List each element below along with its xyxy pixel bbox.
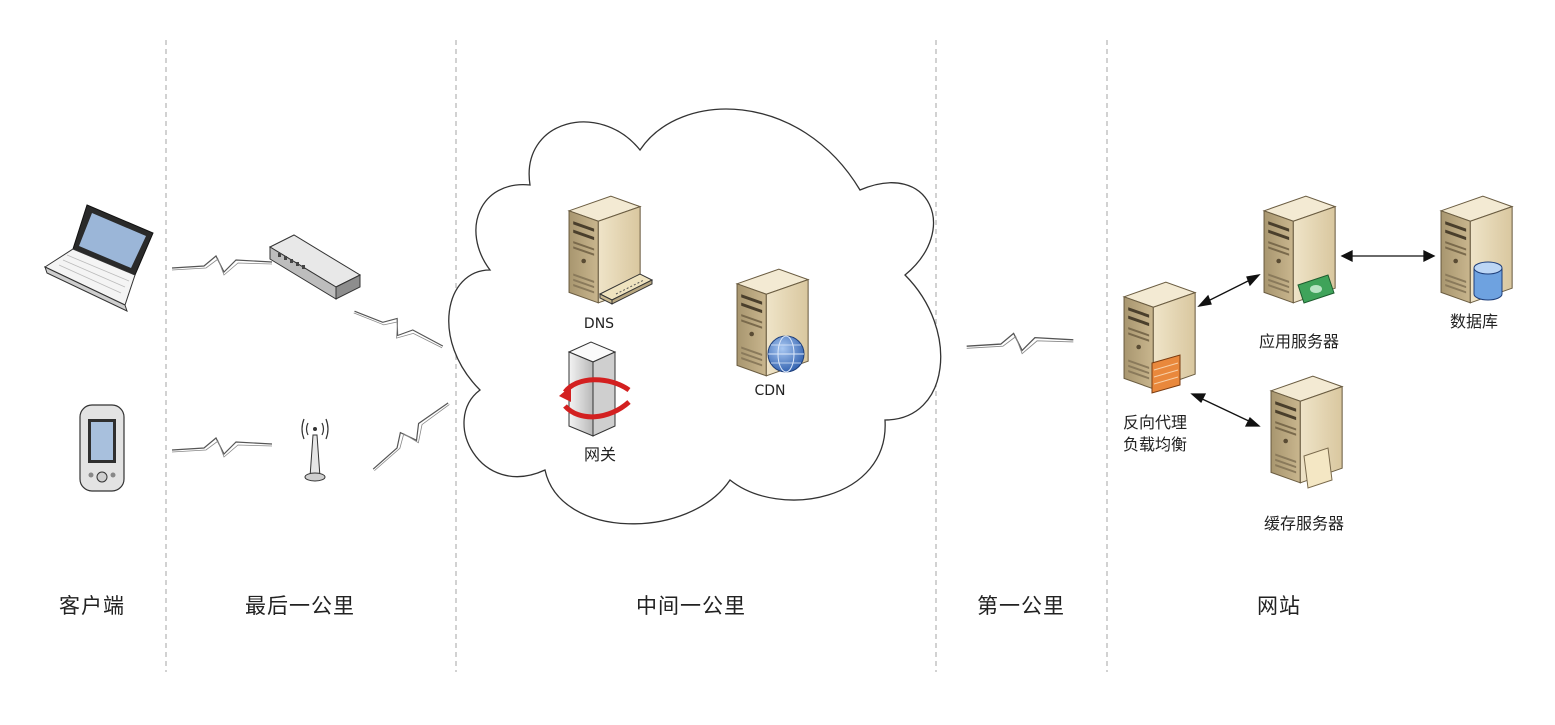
dns-server-icon xyxy=(568,195,654,305)
globe-icon xyxy=(767,335,805,373)
zone-label-client: 客户端 xyxy=(59,594,125,618)
database-label: 数据库 xyxy=(1449,312,1499,331)
zone-label-middle-mile: 中间一公里 xyxy=(636,594,746,618)
handheld-icon xyxy=(79,404,125,492)
cache-server-icon xyxy=(1270,375,1343,489)
app-server-label: 应用服务器 xyxy=(1258,332,1340,351)
link-ap-cloud xyxy=(365,397,457,476)
reverse-proxy-server-icon xyxy=(1123,281,1196,394)
arrow-app-database xyxy=(1340,249,1436,263)
cdn-server-icon xyxy=(736,268,809,377)
gateway-icon xyxy=(559,341,631,437)
laptop-icon xyxy=(43,204,154,312)
internet-cloud xyxy=(448,108,942,525)
cache-server-label: 缓存服务器 xyxy=(1263,514,1345,533)
arrow-proxy-cache xyxy=(1190,393,1261,427)
zone-label-first-mile: 第一公里 xyxy=(977,594,1065,618)
cdn-label: CDN xyxy=(754,383,786,399)
zone-label-last-mile: 最后一公里 xyxy=(245,594,355,618)
switch-icon xyxy=(268,234,362,300)
reverse-proxy-label: 反向代理 xyxy=(1123,413,1188,432)
dns-label: DNS xyxy=(583,316,615,332)
wireless-ap-icon xyxy=(301,418,329,482)
database-server-icon xyxy=(1440,195,1513,304)
link-phone-ap xyxy=(172,437,272,458)
load-balance-label: 负载均衡 xyxy=(1123,435,1188,454)
link-cloud-website xyxy=(965,332,1075,355)
link-switch-cloud xyxy=(351,300,446,358)
arrow-proxy-app xyxy=(1197,274,1261,307)
gateway-label: 网关 xyxy=(583,445,617,464)
database-icon xyxy=(1473,261,1503,301)
link-laptop-switch xyxy=(172,255,272,276)
app-server-icon xyxy=(1263,195,1336,304)
zone-label-website: 网站 xyxy=(1257,594,1301,618)
